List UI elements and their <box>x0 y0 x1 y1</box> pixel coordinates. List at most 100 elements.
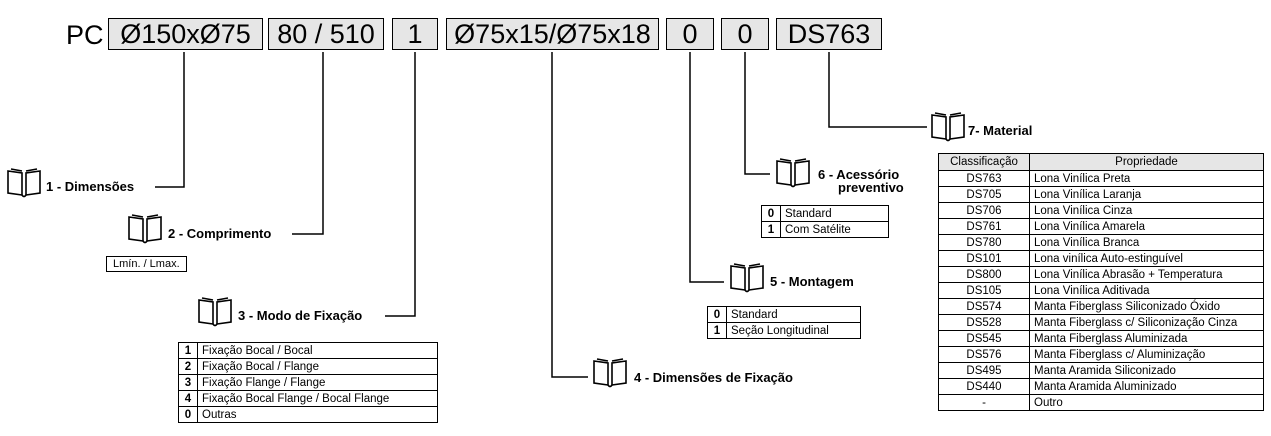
table-header-row: Classificação Propriedade <box>938 153 1264 171</box>
row-code: 0 <box>178 406 198 423</box>
open-book-icon <box>198 297 232 327</box>
code-segment-fixacao: 1 <box>392 18 438 50</box>
row-label: Manta Fiberglass c/ Siliconização Cinza <box>1029 314 1264 331</box>
code-segment-acessorio: 0 <box>721 18 769 50</box>
title-comprimento: 2 - Comprimento <box>168 226 272 241</box>
row-label: Seção Longitudinal <box>726 322 861 339</box>
row-code: DS780 <box>938 234 1030 251</box>
code-segment-dimensoes: Ø150xØ75 <box>108 18 263 50</box>
row-code: 1 <box>761 221 781 238</box>
row-label: Lona Vinílica Branca <box>1029 234 1264 251</box>
row-code: 3 <box>178 374 198 391</box>
row-code: DS800 <box>938 266 1030 283</box>
header-classificacao: Classificação <box>938 153 1030 171</box>
row-code: DS440 <box>938 378 1030 395</box>
open-book-icon <box>7 168 41 198</box>
row-label: Manta Aramida Aluminizado <box>1029 378 1264 395</box>
title-fixacao: 3 - Modo de Fixação <box>238 308 363 323</box>
code-segment-montagem: 0 <box>666 18 714 50</box>
open-book-icon <box>931 112 965 142</box>
row-code: DS574 <box>938 298 1030 315</box>
row-label: Manta Aramida Siliconizado <box>1029 362 1264 379</box>
row-label: Manta Fiberglass Siliconizado Óxido <box>1029 298 1264 315</box>
row-label: Lona Vinílica Cinza <box>1029 202 1264 219</box>
row-label: Manta Fiberglass Aluminizada <box>1029 330 1264 347</box>
connector-fixacao <box>385 52 416 317</box>
row-label: Manta Fiberglass c/ Aluminização <box>1029 346 1264 363</box>
row-code: - <box>938 394 1030 411</box>
row-label: Fixação Bocal / Bocal <box>197 342 438 359</box>
row-code: DS761 <box>938 218 1030 235</box>
comprimento-note: Lmín. / Lmax. <box>106 256 187 272</box>
row-label: Lona Vinílica Laranja <box>1029 186 1264 203</box>
row-code: 1 <box>707 322 727 339</box>
open-book-icon <box>593 358 627 388</box>
row-label: Lona Vinílica Aditivada <box>1029 282 1264 299</box>
title-montagem: 5 - Montagem <box>770 274 854 289</box>
row-label: Outro <box>1029 394 1264 411</box>
connector-acessorio <box>744 52 770 175</box>
connector-montagem <box>689 52 724 283</box>
row-label: Standard <box>726 306 861 323</box>
row-label: Lona vinílica Auto-estinguível <box>1029 250 1264 267</box>
code-prefix: PC <box>66 20 104 50</box>
header-propriedade: Propriedade <box>1029 153 1264 171</box>
open-book-icon <box>730 263 764 293</box>
row-code: DS763 <box>938 170 1030 187</box>
connector-dimensoes <box>155 52 185 188</box>
title-dimensoes: 1 - Dimensões <box>46 179 135 194</box>
row-code: 2 <box>178 358 198 375</box>
row-label: Com Satélite <box>780 221 889 238</box>
row-label: Fixação Flange / Flange <box>197 374 438 391</box>
row-label: Lona Vinílica Abrasão + Temperatura <box>1029 266 1264 283</box>
row-label: Fixação Bocal / Flange <box>197 358 438 375</box>
connector-dim-fixacao <box>551 52 588 378</box>
row-code: DS101 <box>938 250 1030 267</box>
row-code: 4 <box>178 390 198 407</box>
connector-comprimento <box>292 52 324 235</box>
row-label: Outras <box>197 406 438 423</box>
connector-material <box>828 52 927 128</box>
code-segment-comprimento: 80 / 510 <box>268 18 384 50</box>
row-code: DS576 <box>938 346 1030 363</box>
open-book-icon <box>128 214 162 244</box>
table-row: -Outro <box>938 394 1264 411</box>
row-label: Lona Vinílica Preta <box>1029 170 1264 187</box>
row-code: DS706 <box>938 202 1030 219</box>
row-code: DS495 <box>938 362 1030 379</box>
title-dim-fixacao: 4 - Dimensões de Fixação <box>634 370 793 385</box>
code-segment-material: DS763 <box>776 18 882 50</box>
row-code: DS105 <box>938 282 1030 299</box>
row-label: Fixação Bocal Flange / Bocal Flange <box>197 390 438 407</box>
row-code: 1 <box>178 342 198 359</box>
row-code: DS705 <box>938 186 1030 203</box>
open-book-icon <box>776 158 810 188</box>
row-label: Standard <box>780 205 889 222</box>
row-label: Lona Vinílica Amarela <box>1029 218 1264 235</box>
row-code: DS528 <box>938 314 1030 331</box>
